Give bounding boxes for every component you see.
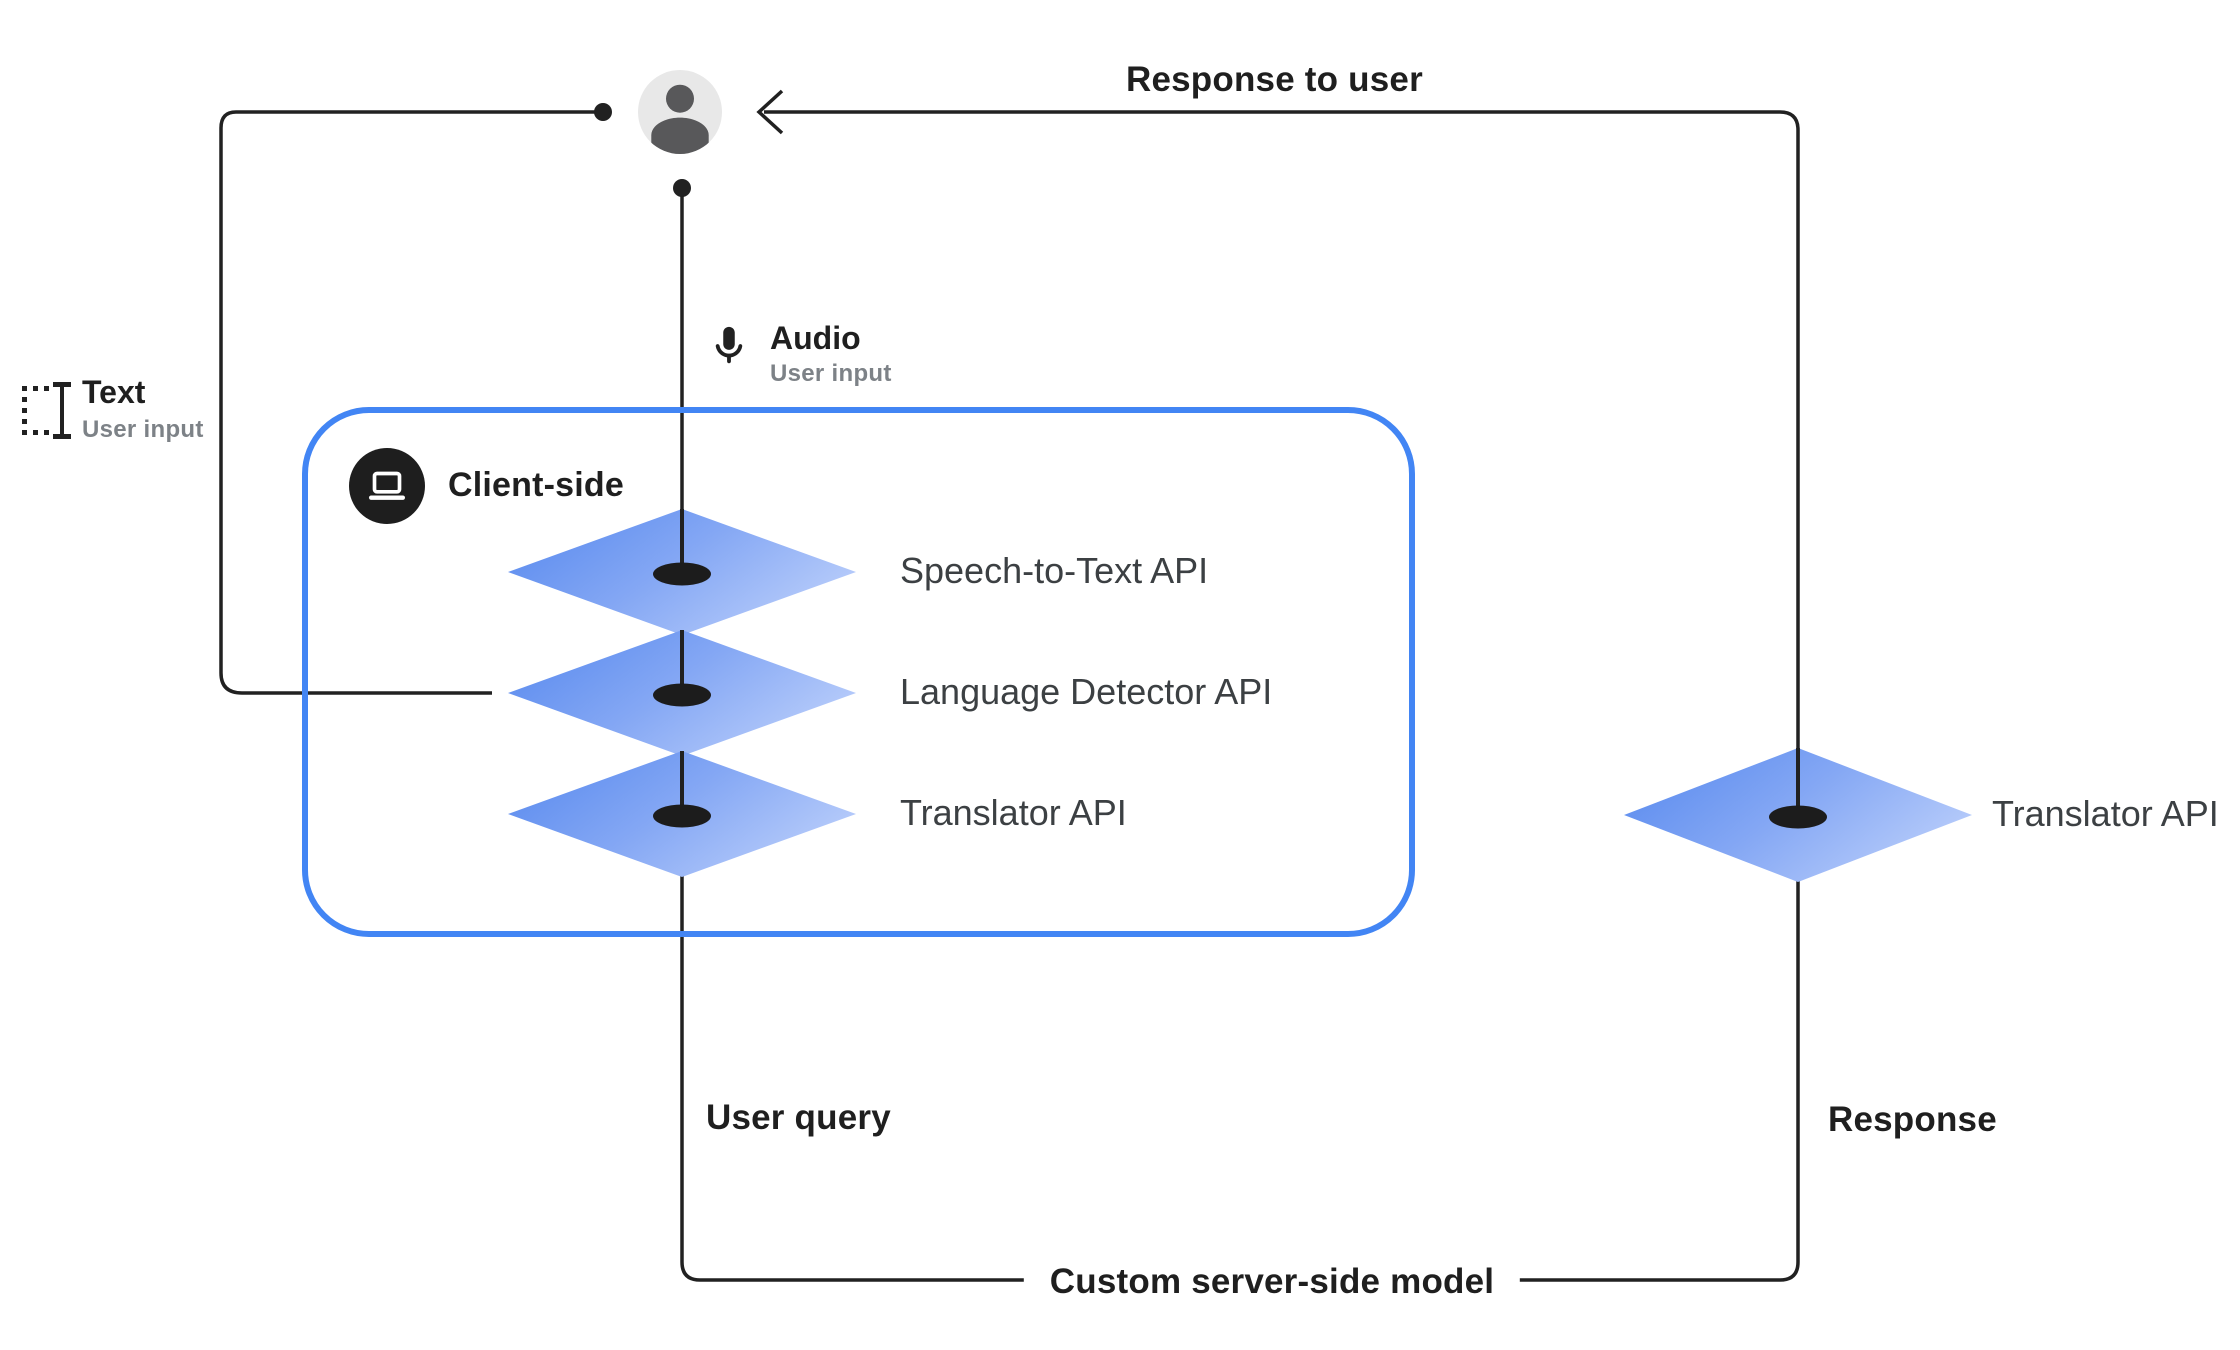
edge-label-response: Response xyxy=(1828,1100,1997,1139)
diamond-language-detector xyxy=(508,630,856,756)
laptop-icon xyxy=(369,471,405,500)
dot-text-loop-endpoint xyxy=(594,103,612,121)
api-label-speech-to-text: Speech-to-Text API xyxy=(900,550,1209,591)
edge-label-server-model: Custom server-side model xyxy=(1023,1262,1521,1302)
api-label-language-detector: Language Detector API xyxy=(900,671,1273,712)
text-input-label: Text xyxy=(82,374,146,410)
user-avatar xyxy=(638,70,722,154)
client-side-box xyxy=(302,407,1415,937)
person-icon xyxy=(651,84,709,154)
edge-label-user-query: User query xyxy=(706,1098,891,1137)
edge-query-response-loop xyxy=(680,110,1800,1282)
text-cursor-icon xyxy=(22,382,71,439)
microphone-icon xyxy=(715,326,743,364)
api-label-translator-client: Translator API xyxy=(900,792,1127,833)
edge-label-response-to-user: Response to user xyxy=(1126,60,1423,99)
api-label-translator-server: Translator API xyxy=(1992,793,2219,834)
dot-below-user xyxy=(673,179,691,197)
diamond-speech-to-text xyxy=(508,509,856,635)
audio-input-label: Audio xyxy=(770,320,861,356)
edge-text-loop xyxy=(219,110,602,695)
arrowhead-to-user-icon xyxy=(756,89,784,135)
diamond-translator-server xyxy=(1624,748,1972,882)
diamond-translator-client xyxy=(508,751,856,877)
client-side-label: Client-side xyxy=(448,466,625,504)
audio-input-sublabel: User input xyxy=(770,360,892,387)
client-side-badge xyxy=(349,448,425,524)
text-input-sublabel: User input xyxy=(82,416,204,443)
